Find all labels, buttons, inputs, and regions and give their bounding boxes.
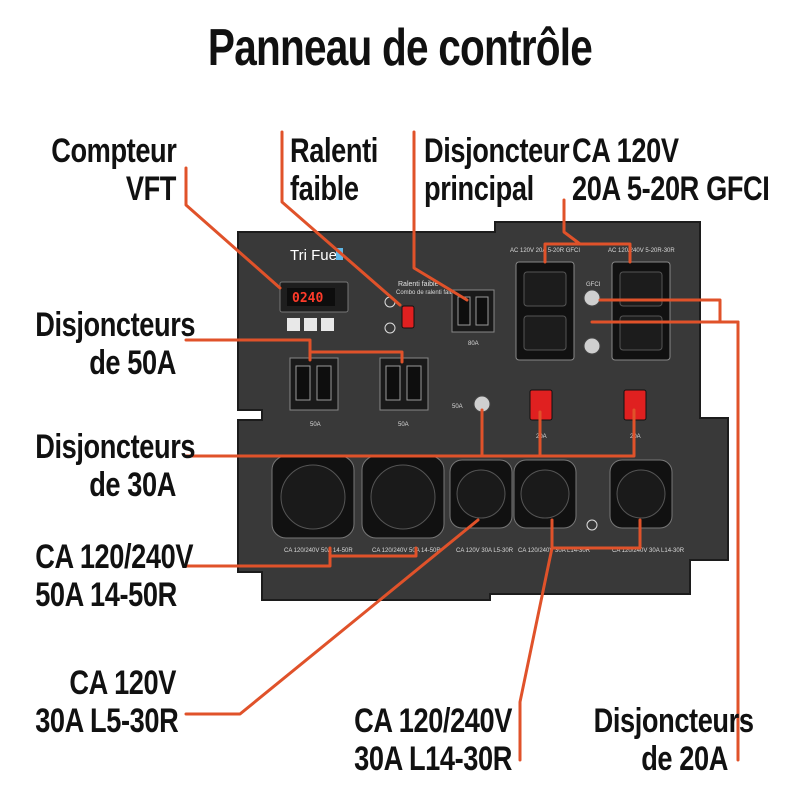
leader-30a xyxy=(184,408,636,458)
callout-l530-line1: CA 120V xyxy=(69,664,176,702)
idle-label: Ralenti faible xyxy=(398,281,439,288)
callout-main-breaker: Disjoncteur principal xyxy=(424,132,584,208)
callout-vft-meter: Compteur VFT xyxy=(51,132,177,208)
gfci-label: GFCI xyxy=(586,282,601,288)
outlet-l5-30r-label: CA 120V 30A L5-30R xyxy=(456,548,514,554)
callout-l1430-line1: CA 120/240V xyxy=(354,702,512,740)
callout-l14-30r: CA 120/240V 30A L14-30R xyxy=(342,702,512,778)
callout-ralenti-line1: Ralenti xyxy=(290,132,378,170)
callout-dis50-line1: Disjoncteurs xyxy=(35,306,196,344)
callout-vft-line1: Compteur xyxy=(51,132,177,170)
callout-principal-line1: Disjoncteur xyxy=(424,132,570,170)
callout-dis30-line2: de 30A xyxy=(89,466,176,504)
main-breaker-label: 80A xyxy=(468,341,479,347)
leader-l1430 xyxy=(518,518,554,762)
leader-1450 xyxy=(184,546,332,568)
callout-gfci: CA 120V 20A 5-20R GFCI xyxy=(572,132,780,208)
callout-50a-breakers: Disjoncteurs de 50A xyxy=(35,306,196,382)
low-idle-switch[interactable] xyxy=(401,305,415,329)
leader-principal xyxy=(412,130,469,302)
callout-ralenti-line2: faible xyxy=(290,170,359,208)
leader-1450-b xyxy=(328,546,418,558)
callout-14-50r: CA 120/240V 50A 14-50R xyxy=(35,538,194,614)
breaker-50a-right-label: 50A xyxy=(398,422,409,428)
callout-dis20-line1: Disjoncteurs xyxy=(593,702,754,740)
idle-mode-icon xyxy=(384,322,396,334)
callout-dis30-line1: Disjoncteurs xyxy=(35,428,196,466)
callout-dis20-line2: de 20A xyxy=(641,740,728,778)
callout-l5-30r: CA 120V 30A L5-30R xyxy=(35,664,179,740)
page-title: Panneau de contrôle xyxy=(207,19,593,77)
outlet-14-50r-left-label: CA 120/240V 50A 14-50R xyxy=(284,548,353,554)
leader-l530 xyxy=(184,518,480,716)
callout-l530-line2: 30A L5-30R xyxy=(35,702,179,740)
gfci-test-button[interactable] xyxy=(583,289,601,307)
outlet-l14-30r-right-label: CA 120/240V 30A L14-30R xyxy=(612,548,685,554)
callout-vft-line2: VFT xyxy=(125,170,177,208)
breaker-30a-label: 50A xyxy=(452,404,463,410)
callout-20a-breakers: Disjoncteurs de 20A xyxy=(593,702,754,778)
callout-gfci-line2: 20A 5-20R GFCI xyxy=(572,170,770,208)
leader-l1430-b xyxy=(550,518,642,550)
outlet-top-right-label: AC 120/240V 5-20R-30R xyxy=(608,248,675,254)
callout-r1450-line1: CA 120/240V xyxy=(35,538,194,576)
callout-30a-breakers: Disjoncteurs de 30A xyxy=(35,428,196,504)
leader-gfci-b xyxy=(578,242,632,264)
leader-vft xyxy=(184,166,282,290)
leader-20a-b xyxy=(598,298,740,324)
callout-l1430-line2: 30A L14-30R xyxy=(354,740,512,778)
wrench-icon xyxy=(321,318,334,331)
brand-logo: Tri Fuel xyxy=(290,247,340,264)
gfci-reset-button[interactable] xyxy=(583,337,601,355)
outlet-l14-30r-left-label: CA 120/240V 30A L14-30R xyxy=(518,548,591,554)
callout-gfci-line1: CA 120V xyxy=(572,132,679,170)
callout-low-idle: Ralenti faible xyxy=(290,132,386,208)
freq-mode-icon xyxy=(304,318,317,331)
callout-dis50-line2: de 50A xyxy=(89,344,176,382)
leader-50a-b xyxy=(308,350,404,364)
volt-mode-icon xyxy=(287,318,300,331)
vft-display: 0240 xyxy=(292,291,323,306)
callout-principal-line2: principal xyxy=(424,170,534,208)
callout-r1450-line2: 50A 14-50R xyxy=(35,576,177,614)
idle-sub-label: Combo de ralenti faible xyxy=(396,290,458,296)
ground-icon xyxy=(586,519,598,531)
outlet-14-50r-right-label: CA 120/240V 50A 14-50R xyxy=(372,548,441,554)
breaker-50a-left-label: 50A xyxy=(310,422,321,428)
leader-ralenti xyxy=(280,130,402,307)
